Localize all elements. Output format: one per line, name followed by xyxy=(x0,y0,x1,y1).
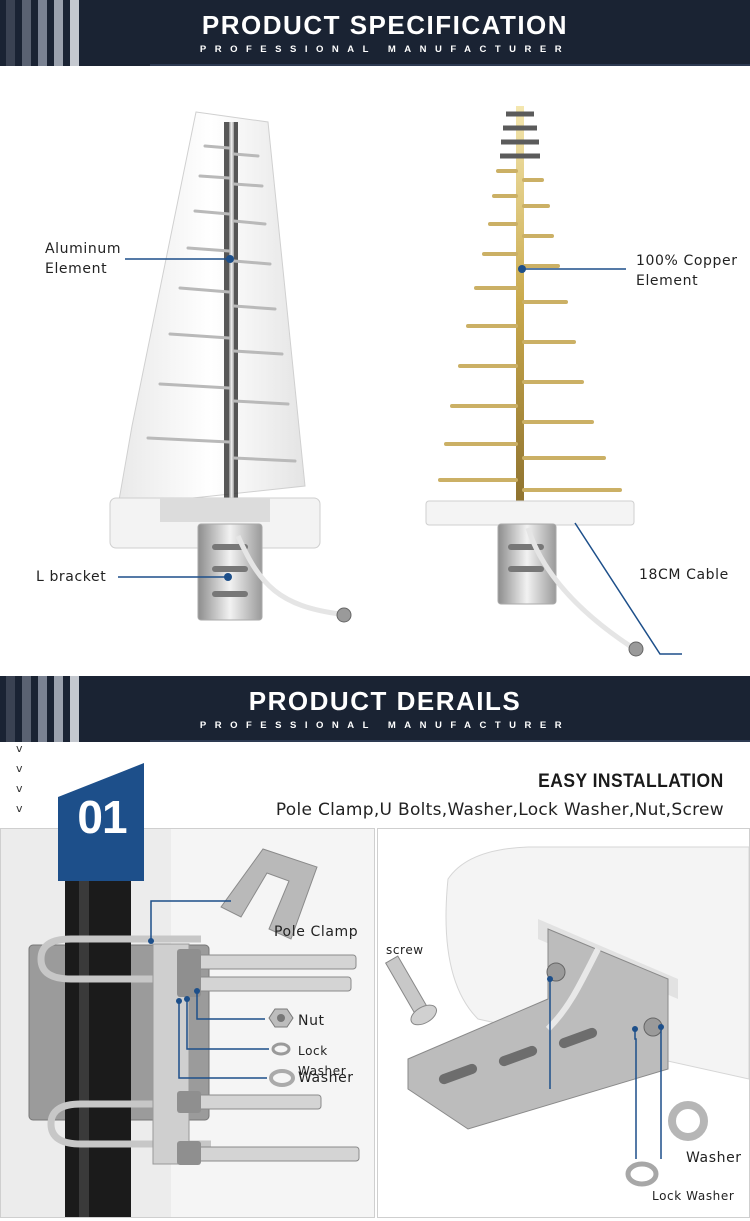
step-badge xyxy=(58,763,144,881)
bracket-mount-photo: screw Washer Lock Washer xyxy=(377,828,750,1218)
pole-clamp-photo: Pole Clamp Nut Lock Washer Washer xyxy=(0,828,375,1218)
step-number: 01 xyxy=(77,791,127,843)
label-washer: Washer xyxy=(686,1150,742,1166)
chevron-down-icon: v xyxy=(16,762,23,775)
label-screw: screw xyxy=(386,943,424,957)
label-lock-washer: Lock Washer xyxy=(298,1044,347,1078)
spec-subtitle: PROFESSIONAL MANUFACTURER xyxy=(199,44,571,55)
header-rule xyxy=(150,740,750,742)
spec-title: PRODUCT SPECIFICATION xyxy=(201,10,569,40)
chevron-down-icon: v xyxy=(16,802,23,815)
pole-clamp-illustration xyxy=(1,829,374,1217)
details-title: PRODUCT DERAILS xyxy=(248,686,522,716)
details-header: PRODUCT DERAILS PROFESSIONAL MANUFACTURE… xyxy=(0,676,750,742)
label-l-bracket: L bracket xyxy=(36,569,107,585)
label-washer: Washer xyxy=(298,1070,354,1086)
chevron-down-icon: v xyxy=(16,782,23,795)
chevron-down-icon: v xyxy=(16,742,23,755)
parts-list: Pole Clamp,U Bolts,Washer,Lock Washer,Nu… xyxy=(275,800,724,820)
label-copper-element: 100% Copper Element xyxy=(636,253,738,289)
label-aluminum-element: Aluminum Element xyxy=(45,241,122,277)
details-subtitle: PROFESSIONAL MANUFACTURER xyxy=(199,720,571,731)
spec-leader-lines xyxy=(118,258,682,655)
copper-antenna xyxy=(425,106,644,657)
header-rule xyxy=(150,64,750,66)
antenna-spec-illustration xyxy=(109,106,682,657)
header-stripes xyxy=(6,0,79,66)
easy-installation-heading: EASY INSTALLATION xyxy=(538,771,724,792)
label-lock-washer: Lock Washer xyxy=(652,1189,735,1203)
aluminum-antenna xyxy=(109,111,352,623)
label-cable: 18CM Cable xyxy=(639,567,729,583)
spec-header: PRODUCT SPECIFICATION PROFESSIONAL MANUF… xyxy=(0,0,750,66)
header-stripes xyxy=(6,676,79,742)
label-pole-clamp: Pole Clamp xyxy=(274,924,359,940)
bracket-mount-illustration xyxy=(378,829,749,1217)
label-nut: Nut xyxy=(298,1013,325,1029)
